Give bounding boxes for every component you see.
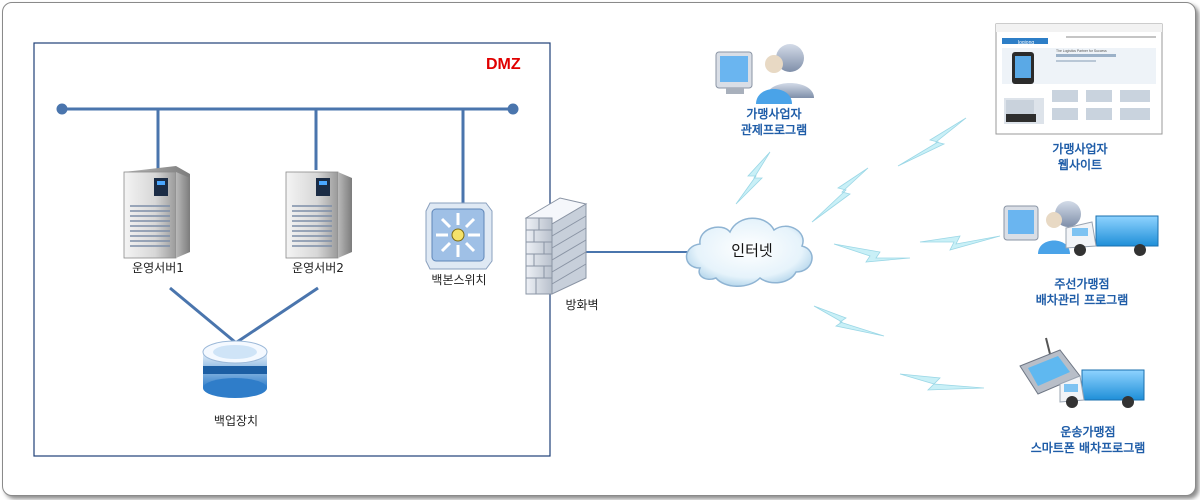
wireless-bolt-smartphone-1 bbox=[813, 305, 885, 337]
wireless-bolt-smartphone-2 bbox=[899, 373, 985, 391]
control-program-label: 가맹사업자 관제프로그램 bbox=[741, 106, 807, 138]
backup-links bbox=[169, 286, 319, 344]
control-program-label-line1: 가맹사업자 bbox=[746, 107, 802, 121]
firewall-label: 방화벽 bbox=[565, 298, 599, 312]
backup-device-icon bbox=[202, 340, 268, 398]
wireless-bolt-website-2 bbox=[897, 117, 967, 167]
internet-label: 인터넷 bbox=[731, 241, 773, 260]
smartphone-program-icon bbox=[1019, 337, 1145, 408]
website-label: 가맹사업자 웹사이트 bbox=[1052, 141, 1107, 173]
wireless-bolt-dispatch-2 bbox=[919, 235, 1001, 251]
dispatch-program-label: 주선가맹점 배차관리 프로그램 bbox=[1036, 276, 1129, 308]
backbone-bus bbox=[56, 103, 519, 205]
website-thumbnail: logiong The Logistics Partner for Succes… bbox=[995, 23, 1163, 135]
backbone-switch-label: 백본스위치 bbox=[431, 273, 487, 287]
backup-label: 백업장치 bbox=[213, 414, 259, 428]
dispatch-program-label-line1: 주선가맹점 bbox=[1054, 277, 1110, 291]
website-tagline: The Logistics Partner for Success bbox=[1056, 49, 1107, 53]
wireless-bolt-control bbox=[735, 151, 771, 205]
website-label-line2: 웹사이트 bbox=[1057, 158, 1103, 172]
dispatch-program-icon bbox=[1003, 201, 1159, 256]
backbone-switch-icon bbox=[425, 202, 493, 270]
server-1-icon bbox=[123, 166, 190, 259]
internet-cloud-icon bbox=[685, 217, 813, 287]
wireless-bolt-dispatch-1 bbox=[833, 243, 911, 263]
control-program-label-line2: 관제프로그램 bbox=[740, 123, 808, 137]
wireless-links bbox=[735, 117, 1001, 391]
dmz-label: DMZ bbox=[486, 56, 521, 73]
server-1-label: 운영서버1 bbox=[132, 261, 184, 275]
dispatch-program-label-line2: 배차관리 프로그램 bbox=[1035, 293, 1129, 307]
smartphone-program-label-line1: 운송가맹점 bbox=[1060, 425, 1116, 439]
smartphone-program-label-line2: 스마트폰 배차프로그램 bbox=[1030, 441, 1146, 455]
server-2-label: 운영서버2 bbox=[292, 261, 344, 275]
firewall-icon bbox=[524, 197, 588, 295]
wireless-bolt-website-1 bbox=[811, 167, 869, 223]
website-label-line1: 가맹사업자 bbox=[1052, 142, 1108, 156]
smartphone-program-label: 운송가맹점 스마트폰 배차프로그램 bbox=[1031, 424, 1146, 456]
control-program-icon bbox=[715, 44, 814, 104]
server-2-icon bbox=[285, 171, 352, 259]
website-logo: logiong bbox=[1018, 40, 1034, 46]
